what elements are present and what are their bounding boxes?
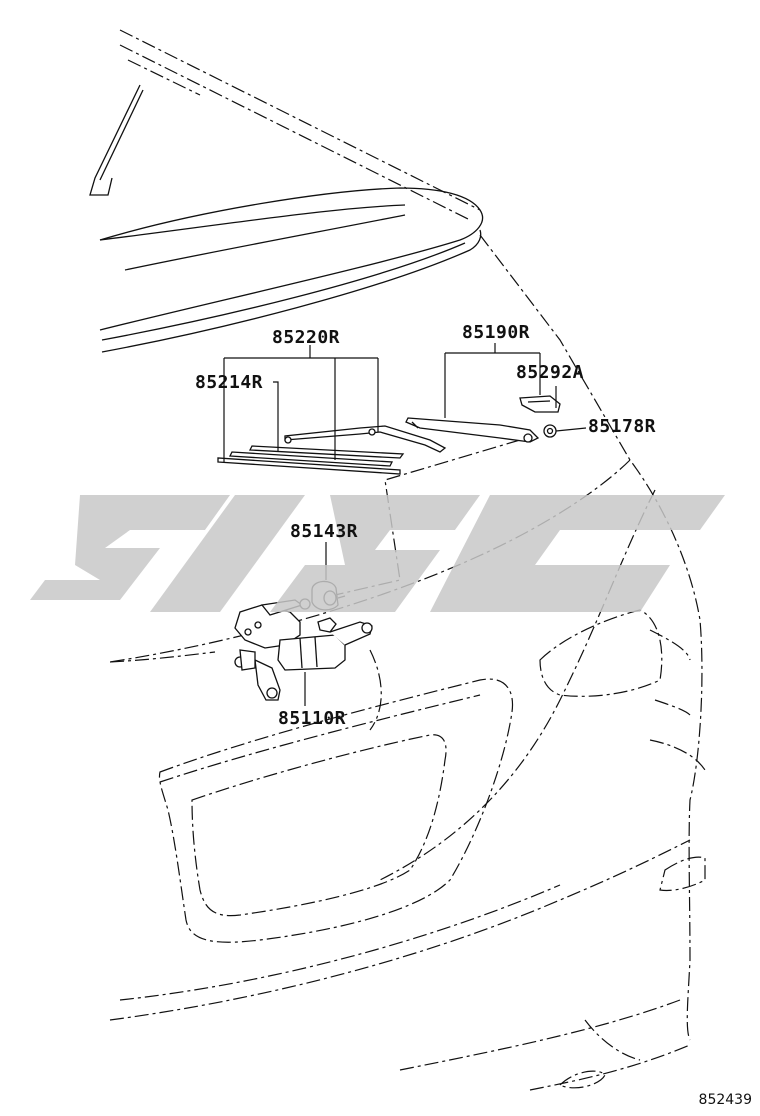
leader-85178R <box>555 427 587 432</box>
wiper-arm <box>405 417 540 443</box>
wiper-blade-assy <box>217 425 447 475</box>
wiper-arm-nut <box>543 424 557 438</box>
callout-wiper-arm-cap: 85292A <box>516 362 585 383</box>
callout-wiper-blade-assy: 85220R <box>272 327 341 348</box>
diagram-id: 852439 <box>698 1092 752 1108</box>
wiper-motor-assy <box>234 598 373 701</box>
rear-window-outline <box>89 29 484 353</box>
wiper-arm-cap <box>519 395 561 413</box>
callout-wiper-blade-rubber: 85214R <box>195 372 264 393</box>
leader-85214R <box>273 381 279 452</box>
body-outline <box>109 234 706 1091</box>
callout-wiper-motor-cap: 85143R <box>290 521 359 542</box>
callout-wiper-arm-nut: 85178R <box>588 416 657 437</box>
callout-wiper-motor-assy: 85110R <box>278 708 347 729</box>
wiper-motor-cap <box>311 580 346 611</box>
license-plate-recess <box>158 678 514 943</box>
callout-wiper-arm: 85190R <box>462 322 531 343</box>
